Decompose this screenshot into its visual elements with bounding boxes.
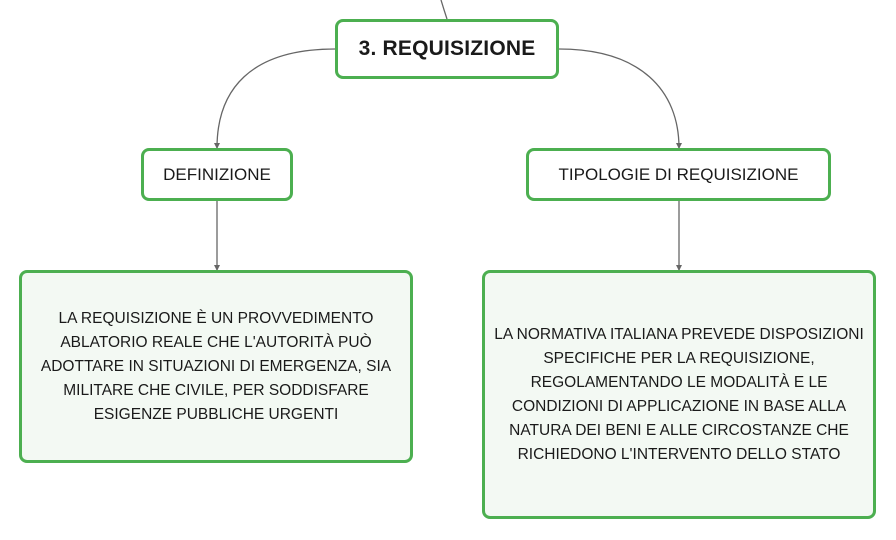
detail-node-definizione[interactable]: LA REQUISIZIONE È UN PROVVEDIMENTO ABLAT… bbox=[19, 270, 413, 463]
connector-root-tipologie bbox=[558, 48, 682, 149]
detail-node-text: LA REQUISIZIONE È UN PROVVEDIMENTO ABLAT… bbox=[40, 309, 392, 423]
branch-node-label: DEFINIZIONE bbox=[163, 164, 271, 184]
root-node[interactable]: 3. REQUISIZIONE bbox=[335, 19, 559, 79]
branch-node-label: TIPOLOGIE DI REQUISIZIONE bbox=[558, 164, 799, 184]
connector-incoming bbox=[440, 0, 448, 20]
connector-root-definizione bbox=[214, 48, 336, 149]
branch-node-definizione[interactable]: DEFINIZIONE bbox=[141, 148, 293, 201]
detail-node-text: LA NORMATIVA ITALIANA PREVEDE DISPOSIZIO… bbox=[494, 325, 864, 463]
root-node-label: 3. REQUISIZIONE bbox=[358, 37, 536, 60]
detail-node-tipologie[interactable]: LA NORMATIVA ITALIANA PREVEDE DISPOSIZIO… bbox=[482, 270, 876, 519]
branch-node-tipologie[interactable]: TIPOLOGIE DI REQUISIZIONE bbox=[526, 148, 831, 201]
